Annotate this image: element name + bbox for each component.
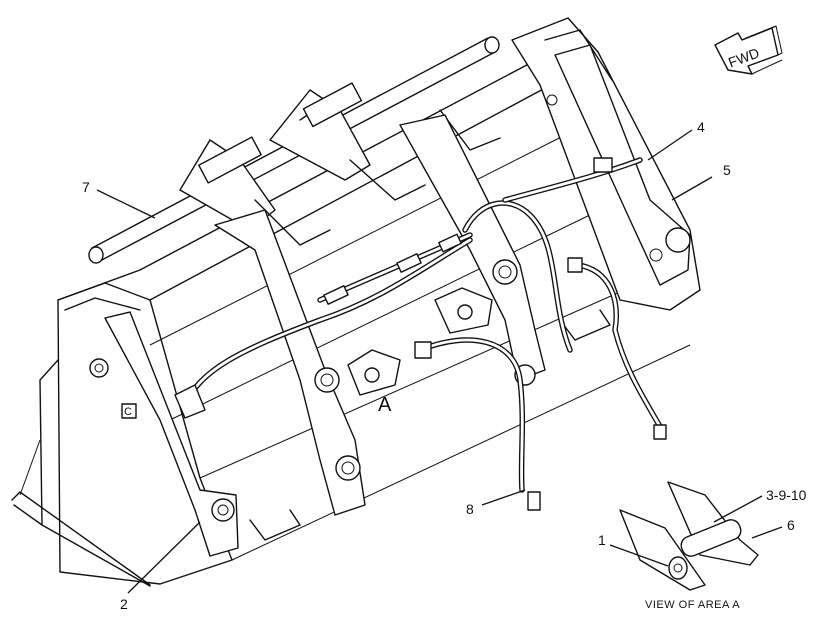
callout-8: 8: [466, 501, 474, 517]
callout-3-9-10: 3-9-10: [766, 487, 807, 503]
callout-7: 7: [82, 179, 90, 195]
callout-4: 4: [697, 119, 705, 135]
callout-6: 6: [787, 517, 795, 533]
callout-5: 5: [723, 162, 731, 178]
view-caption: VIEW OF AREA A: [645, 599, 740, 611]
callout-2: 2: [120, 596, 128, 612]
svg-text:C: C: [124, 406, 132, 418]
clamp-brackets: [174, 287, 493, 419]
top-rail-assembly: [88, 36, 501, 264]
area-a-detail: [619, 481, 759, 591]
fwd-arrow-icon: FWD: [714, 25, 783, 75]
hose-lines: [182, 157, 667, 511]
manufacturer-logo-icon: [121, 403, 137, 419]
callout-1: 1: [598, 532, 606, 548]
leaders: [96, 129, 783, 594]
area-marker: A: [378, 394, 392, 416]
